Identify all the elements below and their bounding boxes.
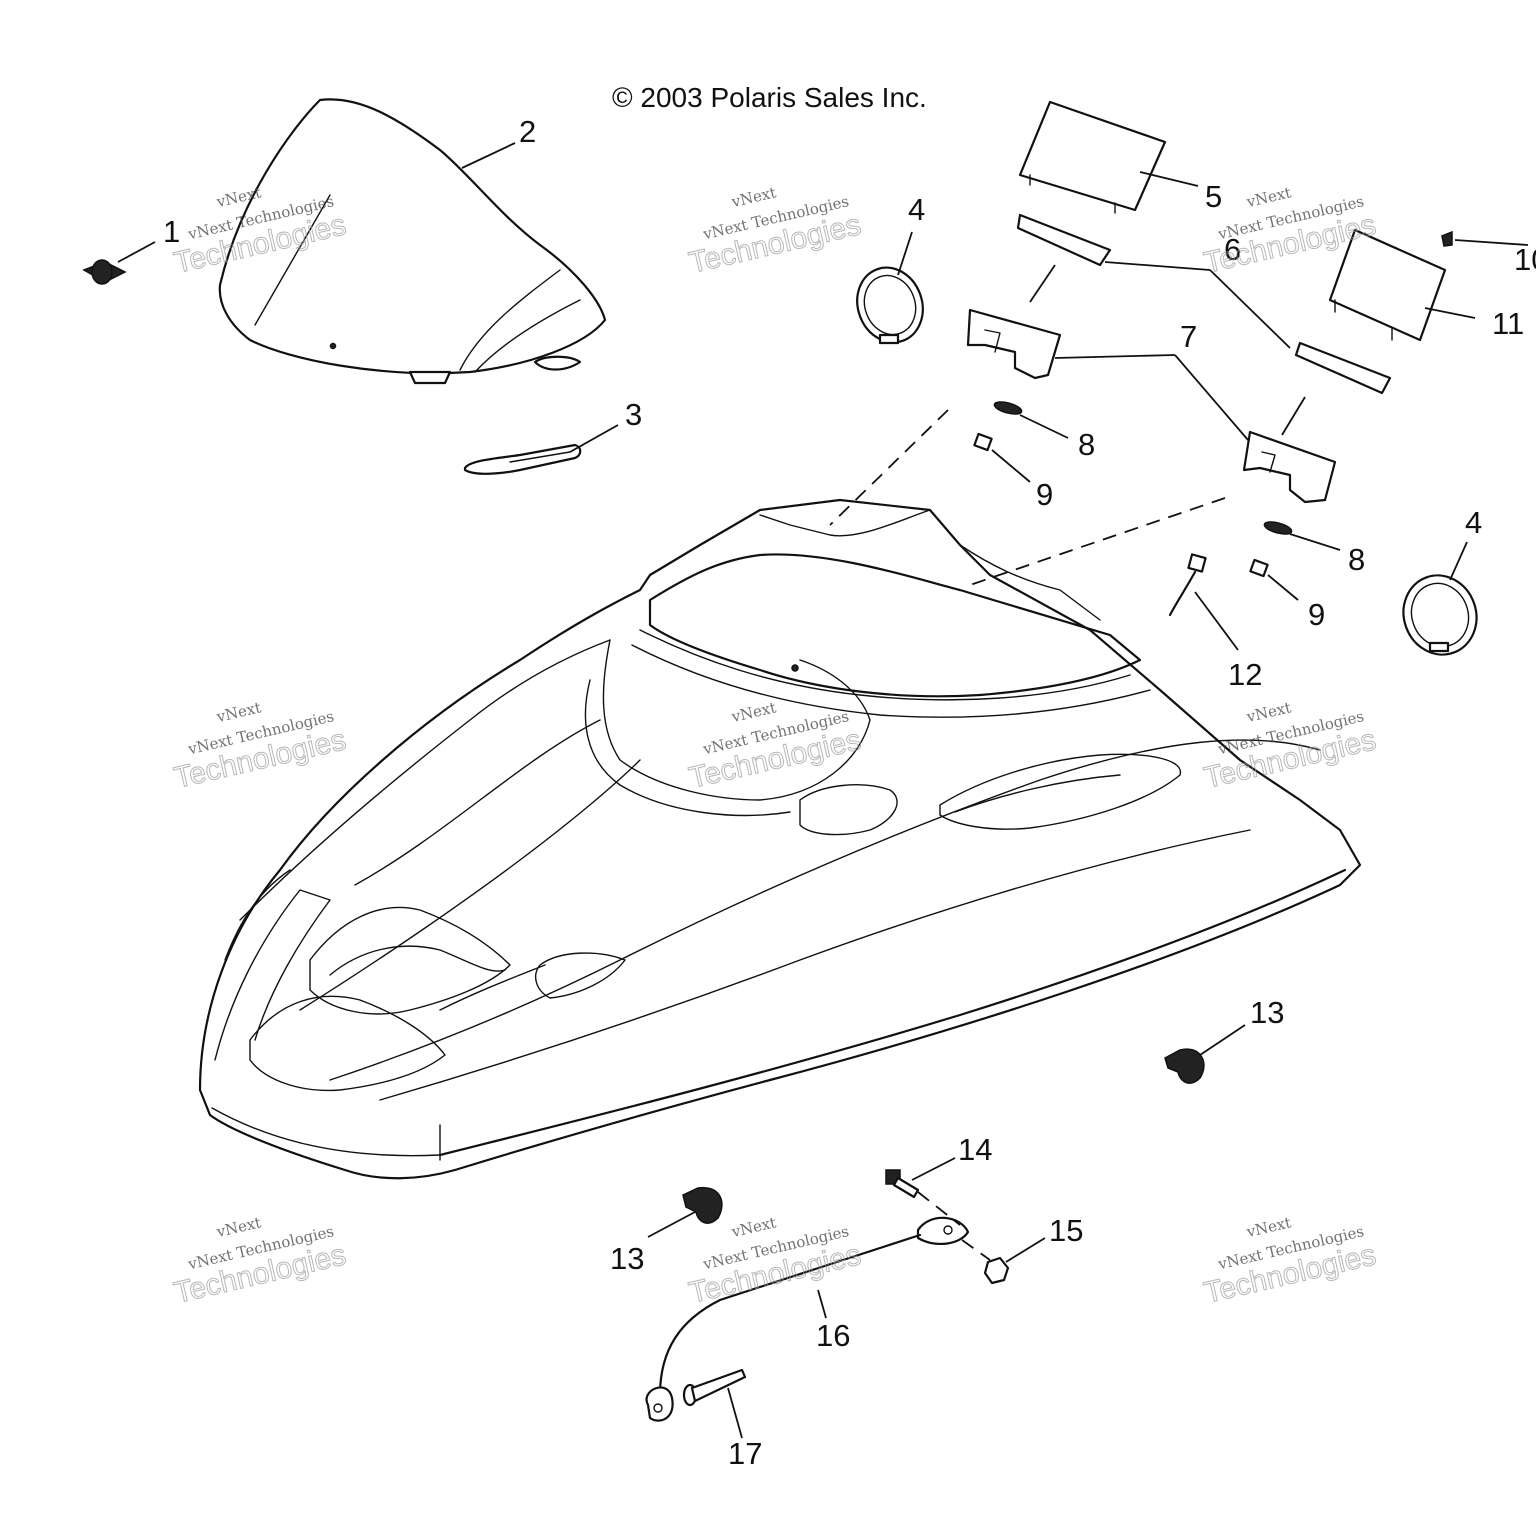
callout-6: 6 xyxy=(1224,232,1241,267)
callout-13b: 13 xyxy=(610,1241,644,1276)
callout-10: 10 xyxy=(1514,242,1536,277)
watermark-4: vNext vNext Technologies Technologies xyxy=(171,698,350,795)
callout-4b: 4 xyxy=(1465,505,1482,540)
bezel-ring-4b xyxy=(1402,574,1478,656)
callout-3: 3 xyxy=(625,397,642,432)
lens-6b xyxy=(1294,341,1392,395)
nut-15 xyxy=(983,1256,1010,1285)
hood xyxy=(198,498,1362,1180)
callout-7: 7 xyxy=(1180,319,1197,354)
svg-text:vNext: vNext xyxy=(214,698,263,726)
callout-14: 14 xyxy=(958,1132,992,1167)
svg-text:vNext: vNext xyxy=(214,1213,263,1241)
push-rivet-1 xyxy=(82,259,127,285)
callout-13a: 13 xyxy=(1250,995,1284,1030)
tether-16 xyxy=(645,1216,970,1422)
svg-text:vNext: vNext xyxy=(1244,183,1293,211)
copyright-text: © 2003 Polaris Sales Inc. xyxy=(612,82,927,113)
windshield xyxy=(218,98,607,385)
callout-12: 12 xyxy=(1228,657,1262,692)
clip-10 xyxy=(1441,230,1453,247)
watermark-9: vNext vNext Technologies Technologies xyxy=(1201,1213,1380,1310)
lens-6a xyxy=(1016,213,1112,267)
alignment-line-a xyxy=(829,409,949,526)
holder-7a xyxy=(966,308,1062,380)
callout-8a: 8 xyxy=(1078,427,1095,462)
gauge-11 xyxy=(1328,228,1447,342)
clip-13a xyxy=(1164,1048,1205,1084)
watermark-2: vNext vNext Technologies Technologies xyxy=(686,183,865,280)
bezel-ring-4a xyxy=(856,266,924,345)
watermark-7: vNext vNext Technologies Technologies xyxy=(171,1213,350,1310)
clip-13b xyxy=(682,1186,723,1224)
callout-2: 2 xyxy=(519,114,536,149)
callout-9b: 9 xyxy=(1308,597,1325,632)
holder-7b xyxy=(1242,430,1337,504)
callout-16: 16 xyxy=(816,1318,850,1353)
leader-lines xyxy=(117,142,1529,1439)
watermark-5: vNext vNext Technologies Technologies xyxy=(686,698,865,795)
strap-3 xyxy=(463,443,582,475)
callout-15: 15 xyxy=(1049,1213,1083,1248)
callout-1: 1 xyxy=(163,214,180,249)
screw-8b xyxy=(1263,521,1293,535)
rivet-17 xyxy=(682,1368,747,1407)
callout-8b: 8 xyxy=(1348,542,1365,577)
alignment-line-d xyxy=(961,1239,991,1261)
svg-text:vNext: vNext xyxy=(1244,1213,1293,1241)
nut-9b xyxy=(1249,558,1269,578)
bolt-14 xyxy=(885,1169,920,1199)
svg-text:vNext: vNext xyxy=(729,1213,778,1241)
alignment-line-c xyxy=(917,1191,961,1226)
callout-11: 11 xyxy=(1492,306,1524,341)
callout-9a: 9 xyxy=(1036,477,1053,512)
svg-text:vNext: vNext xyxy=(729,183,778,211)
callout-4a: 4 xyxy=(908,192,925,227)
watermark-6: vNext vNext Technologies Technologies xyxy=(1201,698,1380,795)
gauge-5 xyxy=(1018,100,1167,214)
svg-text:vNext: vNext xyxy=(1244,698,1293,726)
screw-8a xyxy=(993,401,1023,415)
svg-text:vNext: vNext xyxy=(729,698,778,726)
callout-5: 5 xyxy=(1205,179,1222,214)
bulb-12 xyxy=(1168,553,1207,617)
callout-17: 17 xyxy=(728,1436,762,1471)
nut-9a xyxy=(973,432,993,452)
